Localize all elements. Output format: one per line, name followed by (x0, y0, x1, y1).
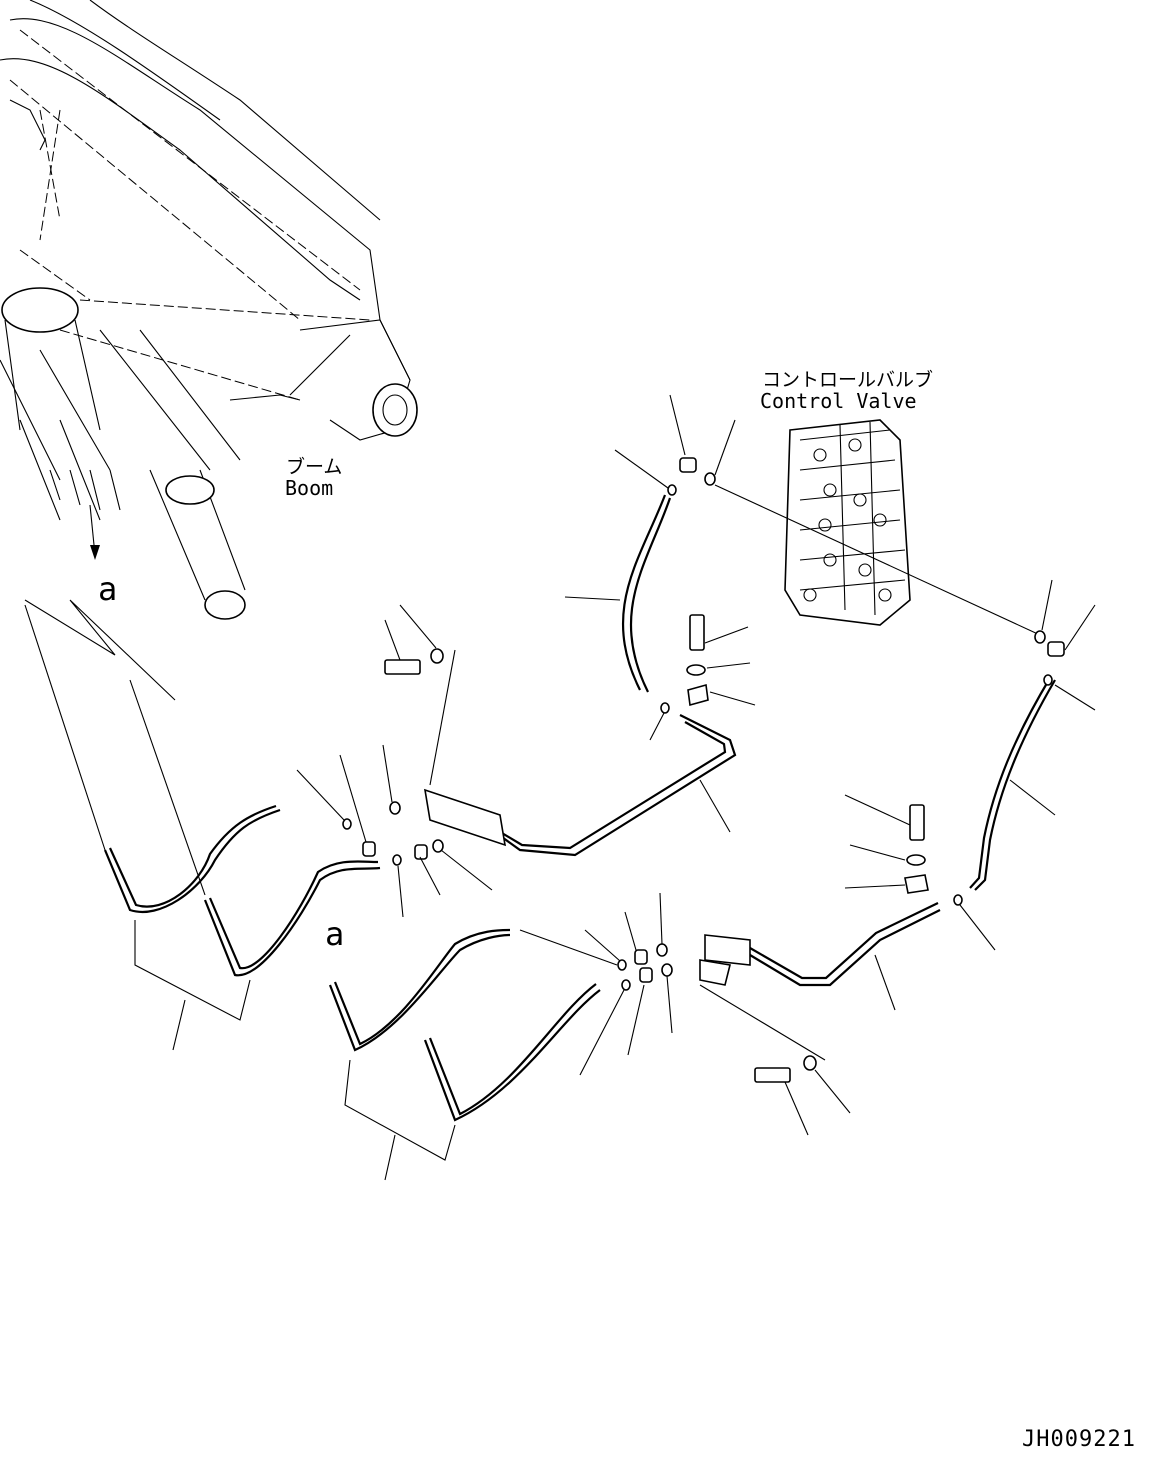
boom-assembly (0, 0, 418, 620)
boom-label-jp: ブーム (286, 456, 343, 478)
control-valve-label-en: Control Valve (760, 389, 917, 413)
view-marker-a-lower: a (325, 915, 345, 953)
drawing-number: JH009221 (1022, 1427, 1136, 1452)
control-valve (784, 419, 911, 626)
boom-label-en: Boom (285, 476, 334, 500)
callout-leaders (24, 394, 1096, 1181)
view-marker-a-upper: a (98, 570, 118, 608)
control-valve-label-jp: コントロールバルブ (762, 369, 934, 391)
hydraulic-lines (103, 484, 1056, 1122)
fittings (342, 457, 1065, 1083)
